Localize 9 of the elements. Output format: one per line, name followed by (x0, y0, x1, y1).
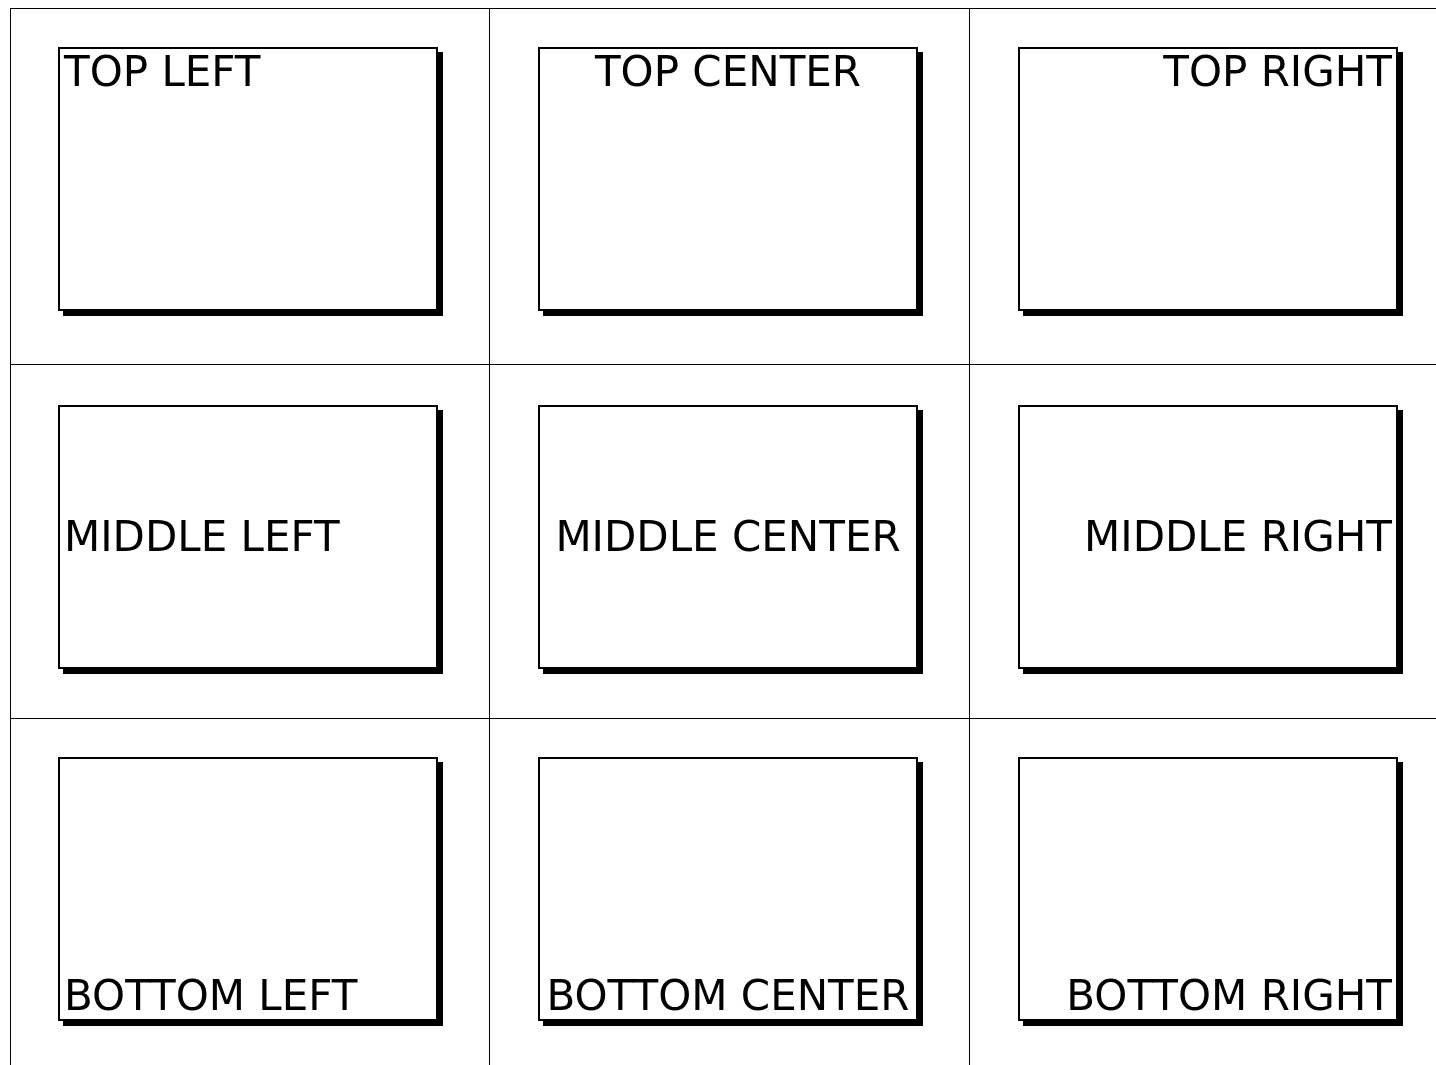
box-label: TOP RIGHT (1163, 49, 1392, 96)
box-label: TOP CENTER (594, 49, 862, 96)
box-label: MIDDLE LEFT (64, 513, 340, 561)
box-label: BOTTOM CENTER (546, 972, 910, 1019)
box-label: BOTTOM LEFT (64, 972, 358, 1019)
box-label: BOTTOM RIGHT (1066, 972, 1392, 1019)
box-label: MIDDLE CENTER (555, 513, 901, 561)
box-label: TOP LEFT (64, 49, 261, 96)
box-label: MIDDLE RIGHT (1084, 513, 1392, 561)
